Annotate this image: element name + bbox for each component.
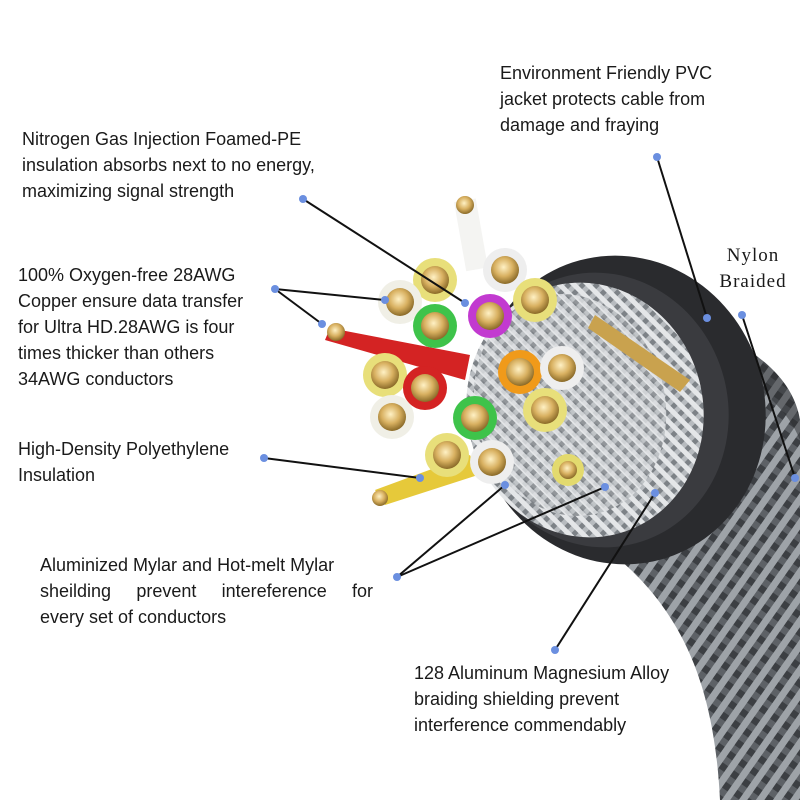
label-nylon-braided: Nylon Braided (706, 243, 800, 295)
dot-pvc-end (703, 314, 711, 322)
aluminum-braid-shield (466, 282, 704, 538)
label-pvc-jacket: Environment Friendly PVC jacket protects… (500, 60, 712, 138)
label-line: Nylon (726, 245, 780, 266)
conductor-bundle (325, 196, 690, 506)
label-line: every set of conductors (40, 607, 227, 627)
pointer-dots (260, 153, 799, 654)
label-line: braiding shielding prevent (414, 689, 620, 709)
label-braiding: 128 Aluminum Magnesium Alloy braiding sh… (414, 660, 669, 738)
label-line: Insulation (18, 465, 96, 485)
leader-copper-1 (274, 288, 386, 301)
label-line: Copper ensure data transfer (18, 291, 244, 311)
dot-copper-end-1 (381, 296, 389, 304)
label-line: insulation absorbs next to no energy, (22, 155, 315, 175)
label-line: damage and fraying (500, 115, 660, 135)
dot-mylar-end-1 (501, 481, 509, 489)
dot-hdpe-end (416, 474, 424, 482)
label-line: jacket protects cable from (500, 89, 706, 109)
label-line: High-Density Polyethylene (18, 439, 230, 459)
leader-lines (263, 156, 796, 651)
dot-copper-end-2 (318, 320, 326, 328)
leader-braiding (554, 492, 656, 651)
dot-foamed-pe-start (299, 195, 307, 203)
dot-pvc-top (653, 153, 661, 161)
dot-copper-start (271, 285, 279, 293)
leader-foamed-pe (302, 198, 466, 304)
label-line: 100% Oxygen-free 28AWG (18, 265, 236, 285)
dot-mylar-end-2 (601, 483, 609, 491)
dot-hdpe-start (260, 454, 268, 462)
label-line: Environment Friendly PVC (500, 63, 713, 83)
leader-mylar-1 (396, 484, 506, 578)
leader-mylar-2 (396, 486, 606, 578)
label-line: maximizing signal strength (22, 181, 235, 201)
label-copper: 100% Oxygen-free 28AWG Copper ensure dat… (18, 262, 243, 392)
label-line: interference commendably (414, 715, 627, 735)
conductor-red (325, 323, 470, 380)
conductor-ends (363, 248, 584, 486)
dot-braiding-end (651, 489, 659, 497)
label-line: Nitrogen Gas Injection Foamed-PE (22, 129, 302, 149)
conductor-white-top (454, 196, 488, 272)
leader-pvc (656, 156, 708, 319)
label-line: times thicker than others (18, 343, 215, 363)
dot-foamed-pe-end (461, 299, 469, 307)
label-line: 128 Aluminum Magnesium Alloy (414, 663, 670, 683)
dot-mylar-start (393, 573, 401, 581)
conductor-gold-diagonal (588, 315, 690, 392)
dot-nylon-start (738, 311, 746, 319)
dot-braiding-start (551, 646, 559, 654)
label-line: sheilding prevent intereference for (40, 581, 373, 601)
label-foamed-pe: Nitrogen Gas Injection Foamed-PE insulat… (22, 126, 315, 204)
leader-hdpe (263, 457, 421, 479)
label-hdpe: High-Density Polyethylene Insulation (18, 436, 229, 488)
dot-nylon-end (791, 474, 799, 482)
leader-nylon (741, 314, 796, 479)
label-line: Aluminized Mylar and Hot-melt Mylar (40, 555, 335, 575)
label-mylar: Aluminized Mylar and Hot-melt Mylar shei… (40, 552, 373, 630)
label-line: Braided (719, 271, 787, 292)
label-line: 34AWG conductors (18, 369, 174, 389)
leader-copper-2 (274, 288, 323, 325)
label-line: for Ultra HD.28AWG is four (18, 317, 235, 337)
